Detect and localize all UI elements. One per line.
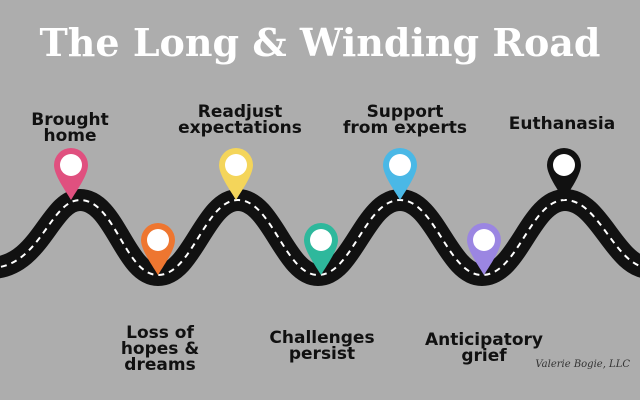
map-pin bbox=[467, 223, 501, 275]
milestone-label: Euthanasia bbox=[508, 114, 616, 134]
map-pin-center bbox=[225, 154, 247, 176]
road-center-dashes bbox=[0, 198, 640, 277]
map-pin-center bbox=[389, 154, 411, 176]
milestone-label: Readjust expectations bbox=[178, 102, 302, 138]
map-pin bbox=[383, 148, 417, 200]
map-pin-center bbox=[553, 154, 575, 176]
milestone-label: Support from experts bbox=[343, 102, 467, 138]
map-pin-center bbox=[60, 154, 82, 176]
page-title: The Long & Winding Road bbox=[39, 20, 601, 65]
map-pin bbox=[304, 223, 338, 275]
map-pin-center bbox=[473, 229, 495, 251]
map-pin-center bbox=[147, 229, 169, 251]
milestone-label: Challenges persist bbox=[269, 328, 375, 364]
map-pin bbox=[141, 223, 175, 275]
milestone-label: Anticipatory grief bbox=[424, 330, 544, 366]
credit: Valerie Bogie, LLC bbox=[535, 359, 630, 370]
milestone-label: Brought home bbox=[31, 110, 109, 146]
map-pin bbox=[54, 148, 88, 200]
map-pin bbox=[547, 148, 581, 200]
map-pin bbox=[219, 148, 253, 200]
map-pin-center bbox=[310, 229, 332, 251]
milestone-label: Loss of hopes & dreams bbox=[120, 323, 200, 375]
